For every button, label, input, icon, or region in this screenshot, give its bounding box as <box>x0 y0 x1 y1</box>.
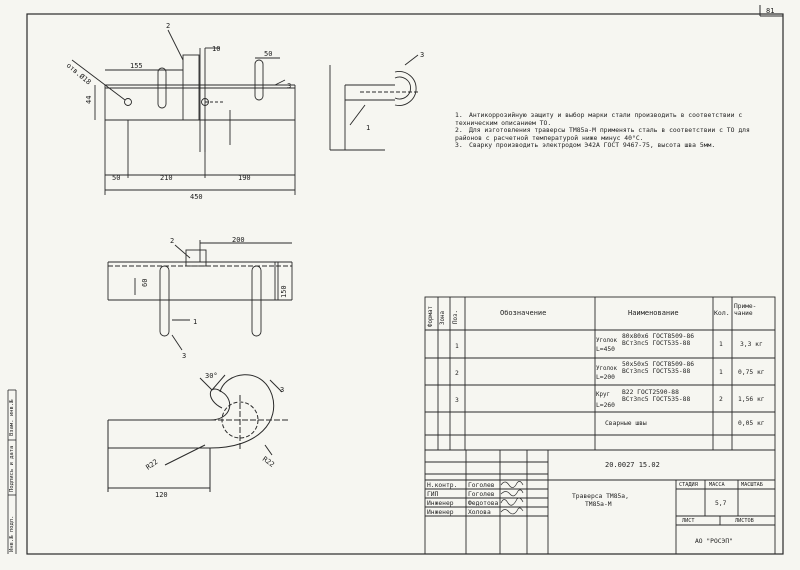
header-zone: Зона <box>440 311 446 325</box>
header-pos: Поз. <box>453 310 459 324</box>
stamp-inv-orig: Инв.№ подл. <box>9 515 15 552</box>
note-number: 1. <box>455 111 463 119</box>
header-format: Формат <box>428 306 434 327</box>
callout-3-detail: 3 <box>280 386 284 394</box>
row-note: 1,56 кг <box>738 396 765 403</box>
callout-3-side: 3 <box>420 51 424 59</box>
dim-10: 10 <box>212 45 220 53</box>
doc-number: 20.0027 15.02 <box>605 461 660 469</box>
row-profile: Уголок <box>596 338 617 344</box>
signer-name: Гоголев <box>468 482 495 489</box>
row-name-line2: ВСт3пс5 ГОСТ535-88 <box>622 340 691 347</box>
row-profile: Уголок <box>596 366 617 372</box>
signer-name: Федотова <box>468 500 499 507</box>
callout-1-top: 1 <box>193 318 197 326</box>
sheet-label: ЛИСТ <box>682 518 695 524</box>
title-line2: ТМ85а-М <box>585 501 612 508</box>
callout-3-top: 3 <box>182 352 186 360</box>
dim-50: 50 <box>264 50 272 58</box>
page-number: 81 <box>766 7 774 15</box>
title-line1: Траверса ТМ85а, <box>572 493 629 500</box>
row-note: 3,3 кг <box>740 341 763 348</box>
row-note: 0,75 кг <box>738 369 765 376</box>
dim-120: 120 <box>155 491 168 499</box>
callout-3-front: 3 <box>287 82 291 90</box>
dim-190: 190 <box>238 174 251 182</box>
row-length: L=200 <box>596 374 615 381</box>
row-name-line2: ВСт3пс5 ГОСТ535-88 <box>622 368 691 375</box>
callout-1-side: 1 <box>366 124 370 132</box>
callout-2-front: 2 <box>166 22 170 30</box>
dim-155: 155 <box>130 62 143 70</box>
dim-200: 200 <box>232 236 245 244</box>
mass-label: МАССА <box>709 482 725 488</box>
frame-border <box>26 13 784 555</box>
header-qty: Кол. <box>714 309 730 317</box>
note-number: 2. <box>455 126 463 135</box>
weld-name: Сварные швы <box>605 420 647 427</box>
front-view <box>71 29 296 195</box>
dim-150: 150 <box>280 285 288 298</box>
notes-list: 1.Антикоррозийную защиту и выбор марки с… <box>455 111 755 150</box>
row-pos: 2 <box>455 370 459 377</box>
note-number: 3. <box>455 141 463 150</box>
signer-role: ГИП <box>427 491 439 498</box>
dim-angle30: 30° <box>205 372 218 380</box>
header-note: Приме-чание <box>734 303 757 317</box>
note-text: Антикоррозийную защиту и выбор марки ста… <box>455 111 743 127</box>
dim-60: 60 <box>141 279 149 287</box>
signer-role: Н.контр. <box>427 482 458 489</box>
row-qty: 1 <box>719 341 723 348</box>
row-qty: 2 <box>719 396 723 403</box>
signature-marks <box>500 481 524 515</box>
row-profile: Круг <box>596 392 610 398</box>
row-pos: 1 <box>455 343 459 350</box>
header-designation: Обозначение <box>500 309 547 317</box>
weld-note: 0,05 кг <box>738 420 765 427</box>
stage-label: СТАДИЯ <box>679 482 698 488</box>
signer-role: Инженер <box>427 509 454 516</box>
sheets-label: ЛИСТОВ <box>735 518 754 524</box>
row-name-line1: 50х50х5 ГОСТ8509-86 <box>622 361 695 368</box>
callout-2-top: 2 <box>170 237 174 245</box>
title-block-grid <box>424 449 776 555</box>
note-text: Сварку производить электродом Э42А ГОСТ … <box>469 141 716 150</box>
note-text: Для изготовления траверсы ТМ85а-М примен… <box>455 126 750 142</box>
stamp-sign-date: Подпись и дата <box>9 445 15 492</box>
signer-role: Инженер <box>427 500 454 507</box>
note-1: 1.Антикоррозийную защиту и выбор марки с… <box>455 111 755 127</box>
signer-name: Гоголев <box>468 491 495 498</box>
row-name-line1: В22 ГОСТ2590-88 <box>622 389 679 396</box>
stamp-inv-dup: Взам. инв.№ <box>9 399 15 436</box>
dim-44: 44 <box>85 96 93 104</box>
side-view <box>329 54 420 151</box>
note-2: 2.Для изготовления траверсы ТМ85а-М прим… <box>455 126 755 142</box>
dim-50b: 50 <box>112 174 120 182</box>
row-length: L=260 <box>596 402 615 409</box>
hook-detail <box>107 374 290 492</box>
top-view <box>107 240 293 351</box>
row-length: L=450 <box>596 346 615 353</box>
scale-label: МАСШТАБ <box>741 482 763 488</box>
organization: АО "РОСЭП" <box>695 538 733 545</box>
row-qty: 1 <box>719 369 723 376</box>
dim-210: 210 <box>160 174 173 182</box>
header-name: Наименование <box>628 309 679 317</box>
note-3: 3. Сварку производить электродом Э42А ГОС… <box>455 142 755 150</box>
mass-value: 5,7 <box>715 500 727 507</box>
row-pos: 3 <box>455 397 459 404</box>
row-name-line1: 80х80х6 ГОСТ8509-86 <box>622 333 695 340</box>
spec-table-grid <box>424 296 776 451</box>
dim-450: 450 <box>190 193 203 201</box>
signer-name: Холова <box>468 509 491 516</box>
row-name-line2: ВСт3пс5 ГОСТ535-88 <box>622 396 691 403</box>
